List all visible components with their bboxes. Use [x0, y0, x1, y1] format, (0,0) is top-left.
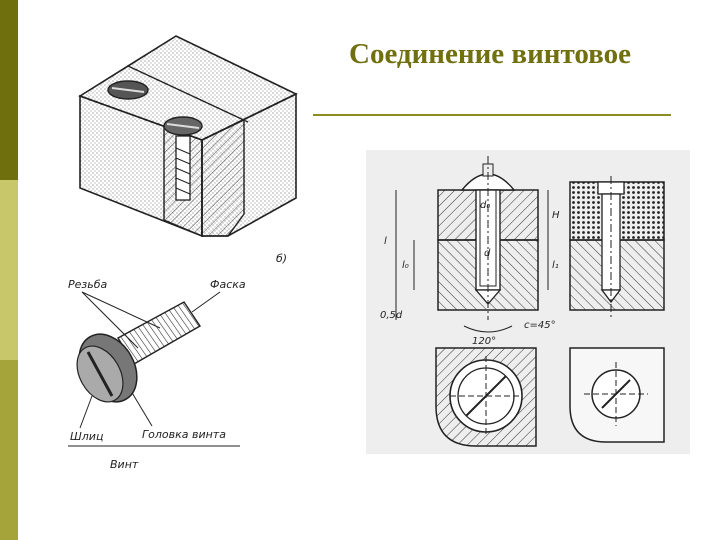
technical-drawing: d₀ d l l₀ 0,5d H l₁ 120° c=45° — [366, 150, 690, 454]
screw-shank-section — [175, 135, 191, 201]
screw-slot — [86, 351, 114, 397]
plan-view-left — [435, 347, 537, 447]
dim-l1: l₁ — [552, 260, 559, 271]
dim-d: d — [484, 248, 491, 259]
block-seam-top — [127, 65, 249, 123]
section-view-left: d₀ d l l₀ 0,5d H l₁ 120° c=45° — [380, 156, 560, 347]
section-view-right — [569, 176, 665, 318]
dim-d0: d₀ — [480, 200, 490, 211]
label-thread: Резьба — [68, 278, 108, 291]
dim-chamfer: c=45° — [524, 320, 556, 331]
plan-view-right — [569, 347, 665, 443]
label-chamfer: Фаска — [210, 278, 246, 291]
accent-bar-top — [0, 0, 18, 180]
dim-l0: l₀ — [402, 260, 409, 271]
dim-angle: 120° — [472, 336, 496, 347]
dim-H: H — [552, 210, 560, 221]
block-illustration: б) — [78, 35, 298, 265]
label-screw: Винт — [110, 458, 139, 471]
figure-label-b: б) — [276, 252, 287, 265]
accent-bar-middle — [0, 180, 18, 360]
screw-illustration: Резьба Фаска Шлиц Головка винта Винт — [68, 278, 246, 471]
label-screw-head: Головка винта — [142, 428, 226, 441]
dim-L: l — [384, 236, 387, 247]
label-slot: Шлиц — [70, 430, 103, 443]
block-cut-right — [201, 118, 245, 237]
dim-depth: 0,5d — [380, 310, 403, 321]
slide-title: Соединение винтовое — [349, 38, 631, 70]
accent-bar-bottom — [0, 360, 18, 540]
title-underline — [313, 114, 671, 116]
